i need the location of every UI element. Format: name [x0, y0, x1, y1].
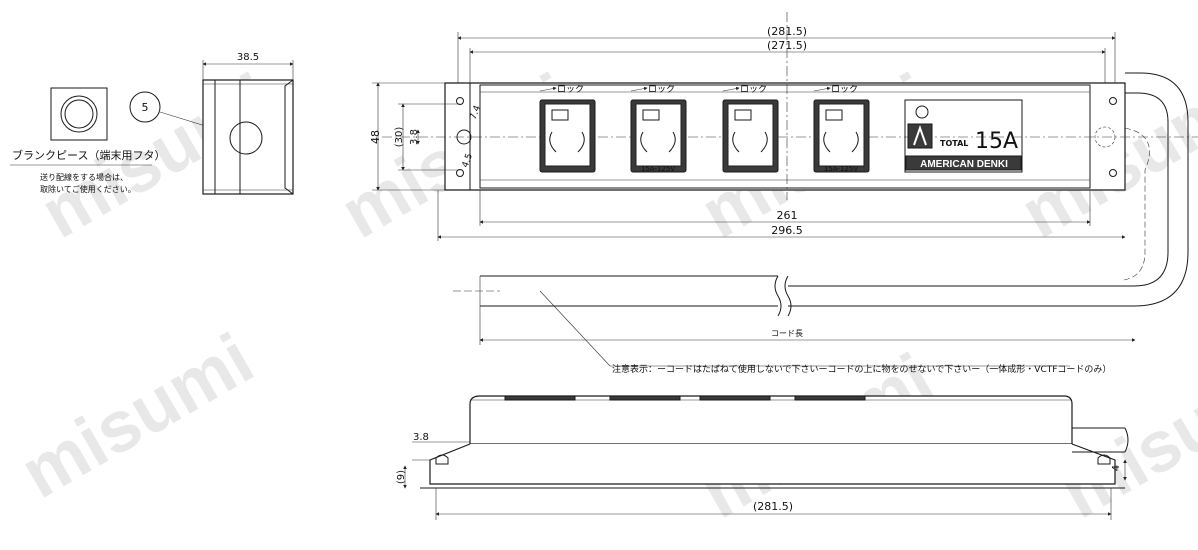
dim-7-4: 7.4: [469, 104, 483, 121]
balloon: [129, 91, 161, 123]
lock-label: ロック: [648, 84, 675, 95]
cord-length-label: コード長: [771, 329, 803, 338]
front-view: ロック ロック 15A-125V ロック: [369, 12, 1198, 241]
brand-plate: TOTAL 15A AMERICAN DENKI: [904, 99, 1023, 173]
lock-label: ロック: [740, 84, 767, 95]
dim-38-5: 38.5: [237, 52, 259, 63]
blank-piece-note-2: 取除いてご使用ください。: [40, 184, 136, 194]
dim-271-5: (271.5): [767, 39, 807, 52]
blank-piece-title: ブランクピース（端末用フタ）: [12, 148, 165, 162]
brand-amp: 15A: [975, 129, 1018, 154]
balloon-number: 5: [142, 101, 149, 114]
brand-name: AMERICAN DENKI: [920, 159, 1008, 170]
cord-caution: 注意表示：ーコードはたばねて使用しないで下さいーコードの上に物をのせないで下さい…: [612, 363, 1111, 375]
outlet-rating: 15A-125V: [824, 165, 858, 173]
dim-296-5: 296.5: [771, 224, 803, 237]
brand-total: TOTAL: [940, 139, 968, 148]
outlet: ロック 15A-125V: [630, 84, 687, 173]
lock-label: ロック: [557, 84, 584, 95]
watermark-text: misumi: [8, 319, 266, 514]
outlet-group: ロック ロック 15A-125V ロック: [539, 84, 870, 173]
outlet-rating: 15A-125V: [641, 165, 675, 173]
side-dim-9: (9): [396, 470, 407, 484]
side-dim-3-8: 3.8: [413, 432, 429, 443]
dim-30: (30): [394, 127, 405, 148]
dim-261: 261: [777, 209, 798, 222]
outlet: ロック: [539, 84, 596, 173]
outlet: ロック: [722, 84, 779, 173]
outlet: ロック 15A-125V: [813, 84, 870, 173]
blank-piece-detail: 5 38.5 ブランクピース（端末用フタ） 送り配線をする場合は、 取除いてご使…: [10, 52, 294, 195]
dim-48: 48: [369, 130, 382, 144]
cord-view: コード長 注意表示：ーコードはたばねて使用しないで下さいーコードの上に物をのせな…: [453, 72, 1189, 375]
dim-4-5: 4.5: [461, 152, 475, 169]
lock-label: ロック: [831, 84, 858, 95]
side-dim-281-5: (281.5): [753, 500, 793, 513]
side-view: 3.8 (9) 4 (281.5): [396, 395, 1129, 520]
dim-281-5: (281.5): [767, 25, 807, 38]
dim-3-8: 3.8: [409, 129, 420, 145]
blank-piece-note-1: 送り配線をする場合は、: [40, 172, 128, 182]
blank-piece-cover: [50, 87, 108, 141]
side-dim-4: 4: [1111, 465, 1122, 471]
